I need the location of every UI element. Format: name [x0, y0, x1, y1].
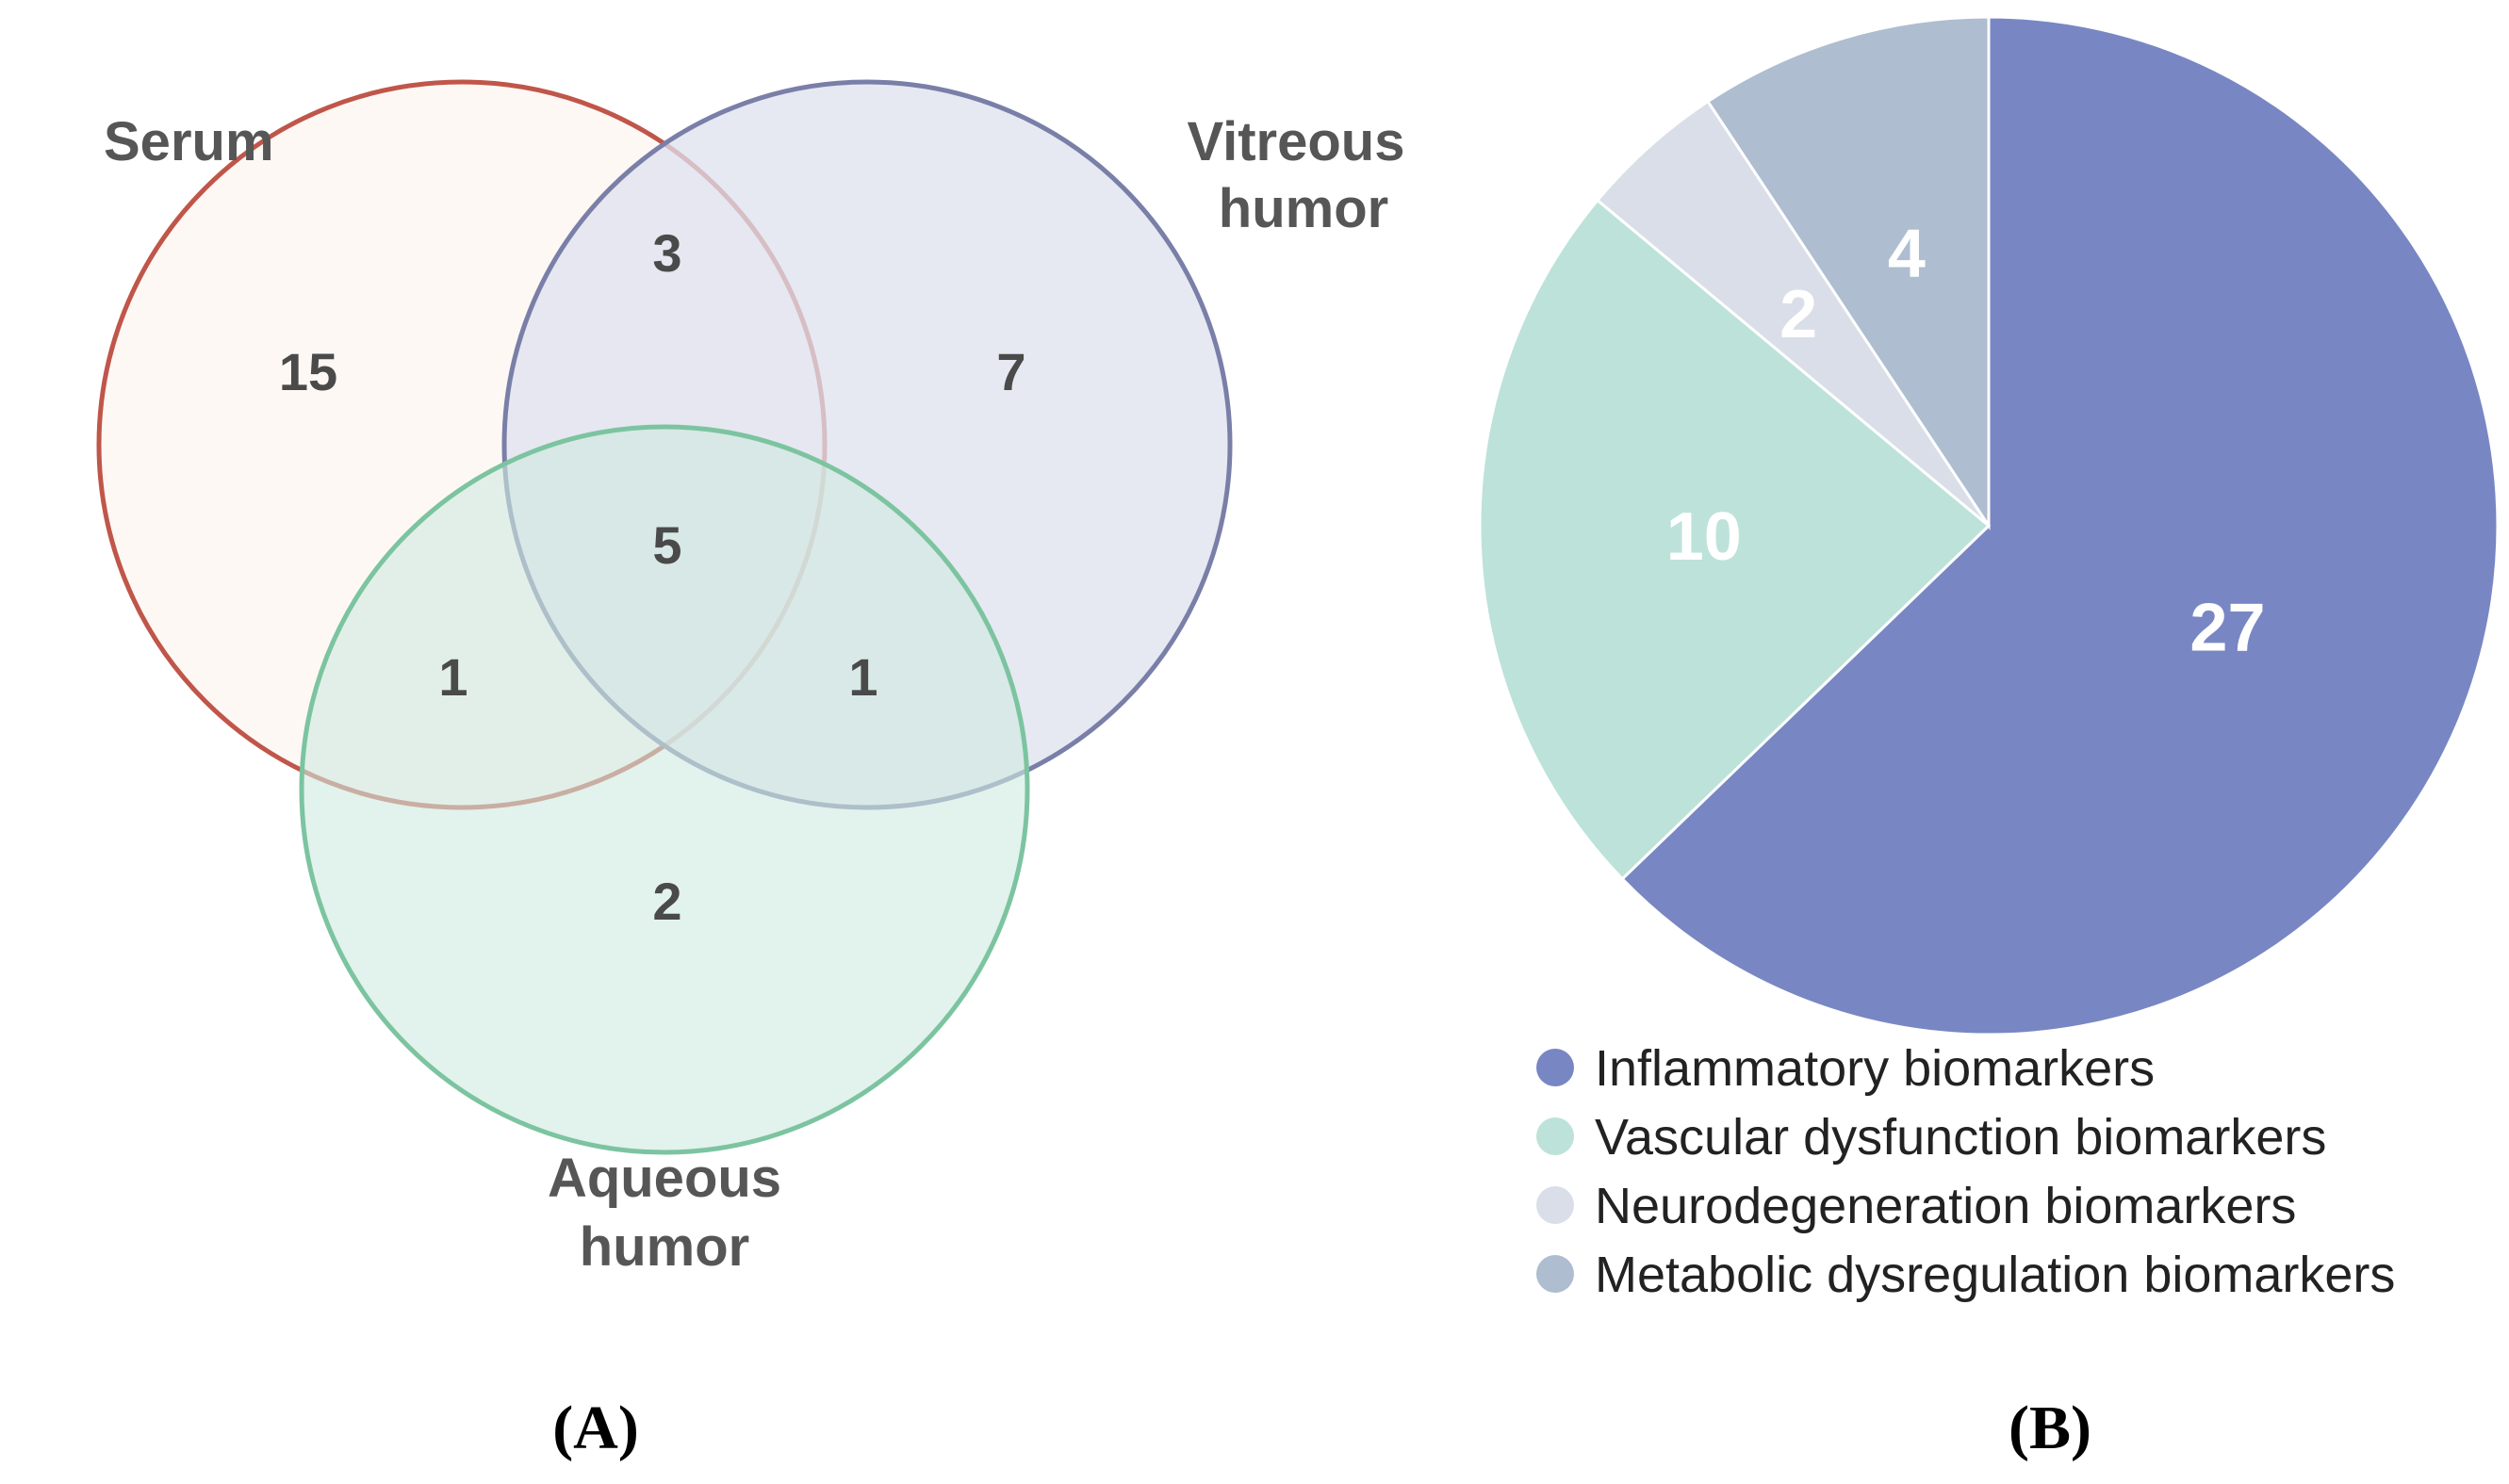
pie-slice-inflammatory-biomarkers — [1620, 15, 2500, 1036]
vitreous-only-count: 7 — [996, 342, 1025, 401]
legend-marker-vascular-dysfunction-biomarkers — [1536, 1117, 1574, 1155]
legend-marker-metabolic-dysregulation-biomarkers — [1536, 1255, 1574, 1293]
legend-marker-inflammatory-biomarkers — [1536, 1049, 1574, 1086]
venn-diagram: Serum Vitreous humor Aqueous humor 15 7 … — [96, 79, 1405, 1278]
all-three-count: 5 — [652, 515, 681, 575]
pie-value-inflammatory-biomarkers: 27 — [2189, 591, 2265, 666]
legend-label-neurodegeneration-biomarkers: Neurodegeneration biomarkers — [1595, 1178, 2296, 1234]
pie-slice-labels: 27 10 24 — [1666, 216, 2266, 665]
aqueous-humor-circle — [299, 424, 1030, 1155]
aqueous-humor-label-line1: Aqueous — [548, 1148, 781, 1209]
pie-value-vascular-dysfunction-biomarkers: 10 — [1666, 499, 1742, 575]
serum-only-count: 15 — [279, 342, 337, 401]
panel-b-caption: (B) — [2009, 1394, 2091, 1462]
legend-label-inflammatory-biomarkers: Inflammatory biomarkers — [1595, 1040, 2155, 1097]
pie-slice-neurodegeneration-biomarkers — [1595, 99, 1991, 528]
serum-aqueous-count: 1 — [438, 647, 467, 707]
pie-value-neurodegeneration-biomarkers: 2 — [1779, 277, 1817, 352]
vitreous-humor-label-line2: humor — [1219, 178, 1388, 239]
serum-label: Serum — [104, 111, 274, 172]
aqueous-humor-label-line2: humor — [580, 1216, 749, 1278]
aqueous-only-count: 2 — [652, 872, 681, 931]
legend-marker-neurodegeneration-biomarkers — [1536, 1186, 1574, 1224]
legend-label-metabolic-dysregulation-biomarkers: Metabolic dysregulation biomarkers — [1595, 1247, 2395, 1303]
vitreous-humor-label-line1: Vitreous — [1187, 111, 1404, 172]
pie-slice-metabolic-dysregulation-biomarkers — [1705, 15, 1991, 530]
serum-vitreous-count: 3 — [652, 223, 681, 283]
pie-chart: 27 10 24 — [1478, 15, 2500, 1036]
panel-a-caption: (A) — [552, 1394, 639, 1462]
pie-value-metabolic-dysregulation-biomarkers: 4 — [1888, 216, 1926, 291]
legend-label-vascular-dysfunction-biomarkers: Vascular dysfunction biomarkers — [1595, 1109, 2326, 1166]
pie-slices — [1478, 15, 2500, 1036]
vitreous-aqueous-count: 1 — [848, 647, 877, 707]
pie-slice-vascular-dysfunction-biomarkers — [1478, 198, 1992, 881]
